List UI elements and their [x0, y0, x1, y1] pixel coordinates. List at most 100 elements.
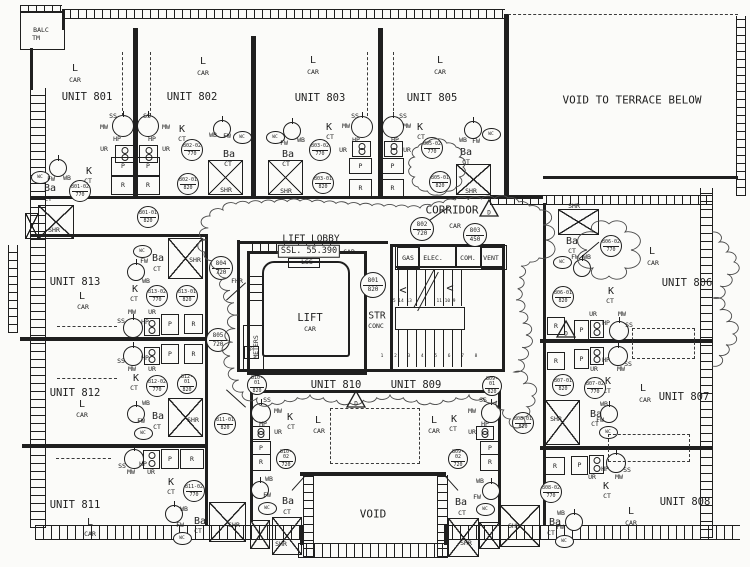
- burner-icon: [257, 431, 265, 438]
- dashed-line: [393, 52, 394, 116]
- drawing-label: CAR: [84, 529, 96, 538]
- drawing-label: MW: [615, 472, 623, 481]
- drawing-label: K: [132, 373, 140, 384]
- door-tag-text: 801-02: [70, 183, 90, 190]
- drawing-label: FW: [47, 174, 55, 183]
- door-tag-text: 820: [217, 423, 233, 431]
- revision-triangle-icon: D: [345, 389, 367, 408]
- hotplate-stove: [384, 141, 403, 157]
- drawing-label: UNIT 810: [310, 378, 362, 391]
- fixture-circle: [351, 112, 373, 138]
- fixture-circle: [112, 111, 134, 137]
- wc-fixture: WC: [172, 531, 192, 545]
- drawing-label: MW: [617, 364, 625, 373]
- drawing-label: SS: [623, 465, 631, 474]
- drawing-label: UNIT 801: [61, 90, 113, 103]
- shower-shaft-xbox: [558, 209, 599, 235]
- hotplate-stove: [252, 426, 270, 440]
- plan-wall: [540, 446, 712, 450]
- door-tag-text: 801: [367, 276, 379, 284]
- fixture-circle: [213, 116, 231, 138]
- drawing-label: SHR: [48, 225, 60, 234]
- drawing-label: SHR: [550, 414, 562, 423]
- drawing-label: CAR: [647, 258, 659, 267]
- drawing-label: L: [309, 55, 317, 66]
- drawing-label: K: [85, 166, 93, 177]
- drawing-label: CT: [547, 528, 555, 537]
- fitment-box-r: R: [111, 176, 135, 195]
- drawing-label: K: [131, 284, 139, 295]
- drawing-label: UR: [147, 467, 155, 476]
- door-tag-text: 803-02: [310, 142, 330, 149]
- drawing-label: K: [416, 122, 424, 133]
- shower-shaft-xbox: [168, 398, 203, 437]
- shower-shaft-xbox: [448, 518, 479, 557]
- drawing-label: L: [627, 506, 635, 517]
- drawing-label: CT: [326, 132, 334, 141]
- drawing-label: CT: [449, 424, 457, 433]
- burner-icon: [593, 356, 601, 363]
- stair-tread: [434, 329, 435, 367]
- fixture-circle: [608, 342, 628, 366]
- fitment-box-r: R: [180, 449, 204, 469]
- drawing-label: CAR: [304, 324, 316, 333]
- shower-shaft-xbox: [25, 213, 39, 239]
- drawing-label: HP: [148, 134, 156, 143]
- svg-text:D: D: [487, 210, 491, 217]
- drawing-label: SS: [117, 316, 125, 325]
- stair-tread: [443, 329, 444, 367]
- drawing-label: LSS: [301, 257, 313, 266]
- drawing-label: HP: [602, 318, 610, 327]
- drawing-label: VOID TO TERRACE BELOW: [562, 93, 702, 107]
- shower-shaft-xbox: [209, 502, 246, 542]
- dashed-zone: [632, 328, 695, 359]
- drawing-label: UR: [468, 427, 476, 436]
- drawing-label: SS: [399, 111, 407, 120]
- door-tag-text: 807-01: [553, 377, 573, 384]
- drawing-label: FW: [263, 490, 271, 499]
- plan-wall: [30, 196, 543, 199]
- drawing-label: UNIT 805: [406, 91, 458, 104]
- drawing-label: HP: [391, 135, 399, 144]
- drawing-label: DP: [247, 347, 253, 353]
- window-wall-band: [736, 16, 746, 196]
- drawing-label: UNIT 802: [166, 90, 218, 103]
- dashed-zone: [608, 434, 690, 462]
- drawing-label: UR: [590, 364, 598, 373]
- dashed-zone: [330, 408, 420, 464]
- drawing-label: WB: [583, 252, 591, 261]
- fixture-circle: [123, 342, 143, 366]
- drawing-label: L: [648, 246, 656, 257]
- drawing-label: Ba: [565, 236, 579, 247]
- burner-icon: [148, 349, 156, 356]
- door-tag-text: 812-01: [180, 374, 194, 385]
- drawing-label: SHR: [228, 520, 240, 529]
- drawing-label: SHR: [187, 415, 199, 424]
- burner-icon: [121, 147, 128, 154]
- drawing-label: CT: [44, 194, 52, 203]
- drawing-label: 11 10 9: [436, 298, 456, 304]
- door-tag-text: 820: [249, 387, 265, 394]
- drawing-label: Ba: [454, 497, 468, 508]
- fixture-circle: [573, 255, 591, 277]
- drawing-label: SS: [117, 356, 125, 365]
- door-tag-text: 804: [215, 259, 227, 267]
- drawing-label: MW: [100, 122, 108, 131]
- shower-shaft-xbox: [208, 160, 243, 195]
- hotplate-stove: [352, 141, 371, 157]
- burner-icon: [148, 320, 156, 327]
- drawing-label: CORRIDOR: [425, 203, 479, 217]
- svg-text:D: D: [354, 401, 358, 408]
- drawing-label: SHR: [189, 255, 201, 264]
- dashed-line: [150, 52, 151, 116]
- drawing-label: Ba: [43, 183, 57, 194]
- drawing-label: 1 2 3 4 5 6 7 8: [380, 353, 482, 359]
- fitment-box-p: P: [381, 158, 404, 174]
